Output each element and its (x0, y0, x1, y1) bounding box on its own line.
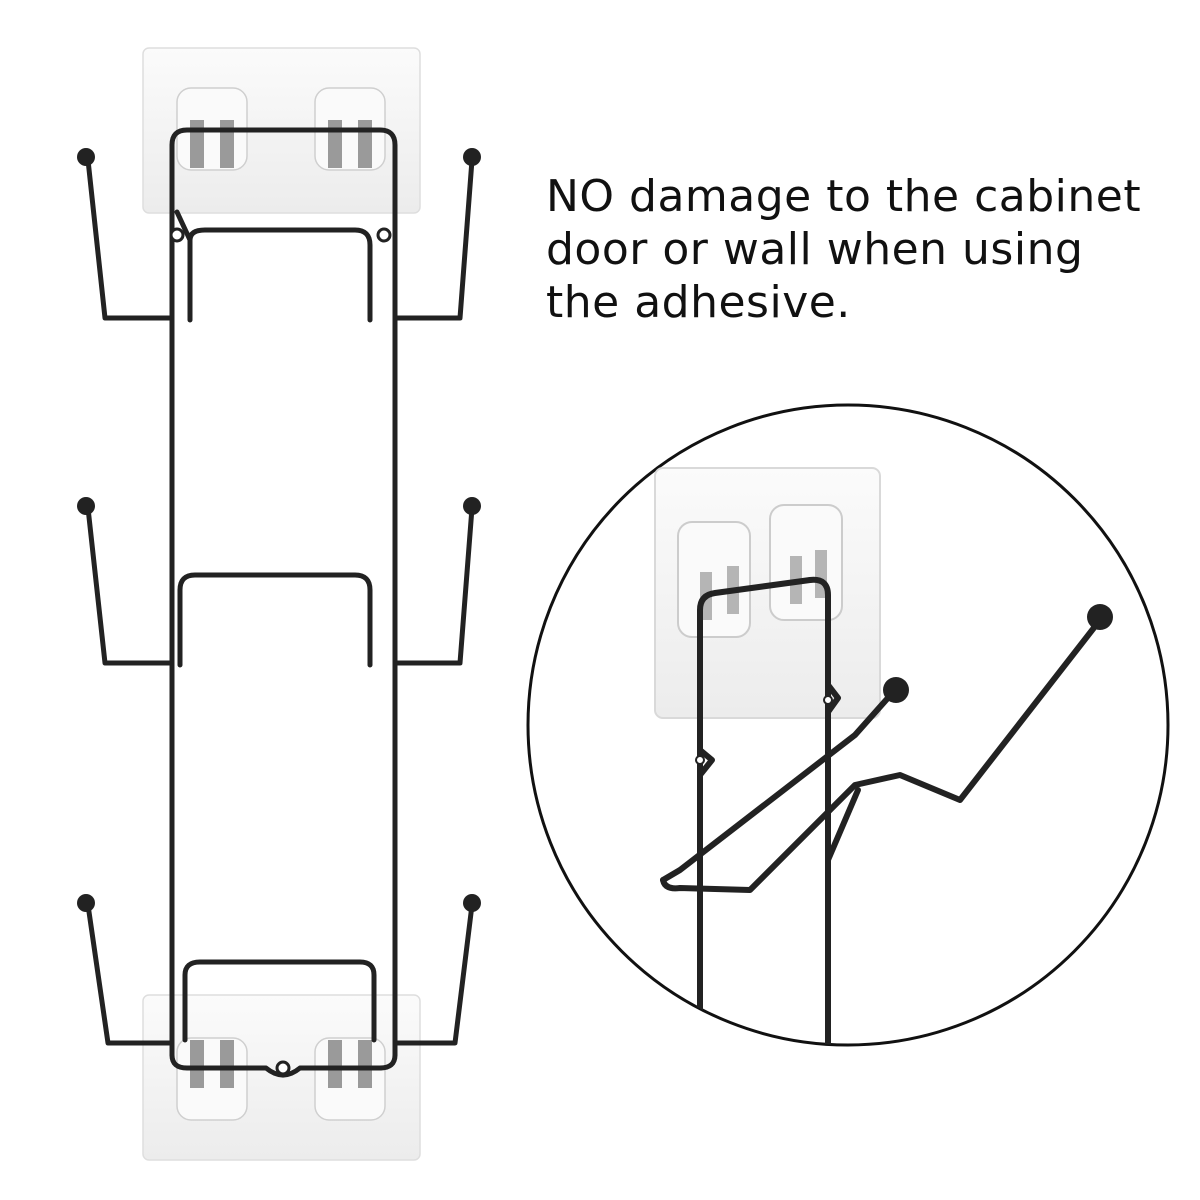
detail-zoom-view (526, 403, 1170, 1047)
caption-line-2: door or wall when using (546, 224, 1084, 275)
caption-line-1: NO damage to the cabinet (546, 171, 1142, 222)
zoomed-adhesive-pad (654, 467, 881, 719)
caption-text: NO damage to the cabinet door or wall wh… (546, 170, 1186, 329)
wall-rack (77, 47, 481, 1161)
caption-line-3: the adhesive. (546, 277, 851, 328)
